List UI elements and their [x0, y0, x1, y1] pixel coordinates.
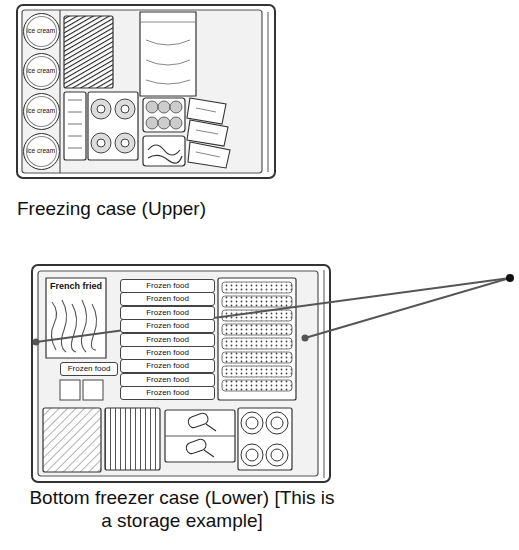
cup-box	[238, 408, 292, 470]
leader-line	[36, 278, 510, 342]
ice-cream-cup: ice cream	[23, 13, 60, 50]
food-box	[43, 408, 101, 472]
food-packet: Frozen food	[120, 373, 215, 387]
item-label: ice cream	[27, 148, 55, 155]
ice-pop-box	[165, 410, 235, 462]
item-label: Frozen food	[146, 309, 189, 317]
food-bag: French fried	[46, 278, 106, 358]
tray-rim	[268, 12, 269, 172]
lower-tray	[32, 265, 330, 482]
item-label: Frozen food	[146, 295, 189, 303]
food-packet: Frozen food	[120, 359, 215, 373]
item-label: Frozen food	[146, 282, 189, 290]
item-label: Frozen food	[146, 349, 189, 357]
ice-cream-cup: ice cream	[23, 93, 60, 130]
tray-outline	[17, 5, 275, 178]
tray-outline	[32, 265, 330, 482]
freezer-case: Bottom freezer case (Lower) [This is a s…	[22, 265, 342, 532]
item-label: Frozen food	[146, 389, 189, 397]
item-label: French fried	[50, 282, 102, 291]
freezer-case: Freezing case (Upper) ice cream ice cream i…	[17, 5, 317, 220]
tray-inner	[38, 271, 318, 476]
item-label: Frozen food	[146, 336, 189, 344]
tray-rim	[324, 270, 325, 478]
food-box	[64, 92, 86, 160]
food-strips	[105, 408, 160, 470]
leader-dot	[302, 335, 309, 342]
food-packet: Frozen food	[120, 346, 215, 360]
tray-divider	[59, 10, 60, 173]
bag-detail	[140, 22, 196, 84]
cups	[241, 412, 288, 466]
food-block	[60, 380, 80, 400]
food-box	[88, 92, 138, 160]
food-bag	[140, 12, 196, 96]
leader-lines	[33, 274, 515, 346]
box-detail	[68, 100, 82, 148]
ice-cream-cup: ice cream	[23, 133, 60, 170]
item-label: ice cream	[27, 28, 55, 35]
food-block	[83, 380, 103, 400]
tray-inner	[22, 10, 262, 173]
leader-dot	[33, 339, 40, 346]
food-box	[64, 16, 113, 88]
upper-tray	[17, 5, 275, 178]
breaded-items	[222, 282, 292, 391]
food-packet: Frozen food	[120, 306, 215, 320]
food-packet: Frozen food	[120, 333, 215, 347]
item-label: Frozen food	[146, 362, 189, 370]
item-label: Frozen food	[146, 322, 189, 330]
wrapped-packs	[187, 98, 230, 168]
item-label: Frozen food	[68, 365, 111, 373]
fries-drawing	[51, 300, 96, 352]
food-rolls	[91, 99, 135, 153]
food-box	[143, 98, 185, 132]
box-divider	[165, 436, 235, 437]
leader-dot	[506, 274, 514, 282]
food-packet: Frozen food	[120, 279, 215, 293]
box-detail	[148, 145, 182, 163]
food-packet: Frozen food	[120, 319, 215, 333]
leader-line	[305, 278, 510, 338]
item-label: ice cream	[27, 68, 55, 75]
food-packet: Frozen food	[120, 386, 215, 400]
item-label: ice cream	[27, 108, 55, 115]
food-balls	[146, 101, 182, 129]
food-packet: Frozen food	[120, 292, 215, 306]
ice-cream-cup: ice cream	[23, 53, 60, 90]
food-box	[143, 136, 185, 166]
item-label: Frozen food	[146, 376, 189, 384]
case-caption: Freezing case (Upper)	[17, 197, 317, 220]
pack-detail	[196, 108, 220, 157]
ice-pops	[185, 412, 216, 457]
food-packet: Frozen food	[60, 362, 118, 376]
fries-bag	[46, 278, 106, 358]
case-caption: Bottom freezer case (Lower) [This is a s…	[22, 486, 342, 532]
food-box	[218, 278, 296, 400]
